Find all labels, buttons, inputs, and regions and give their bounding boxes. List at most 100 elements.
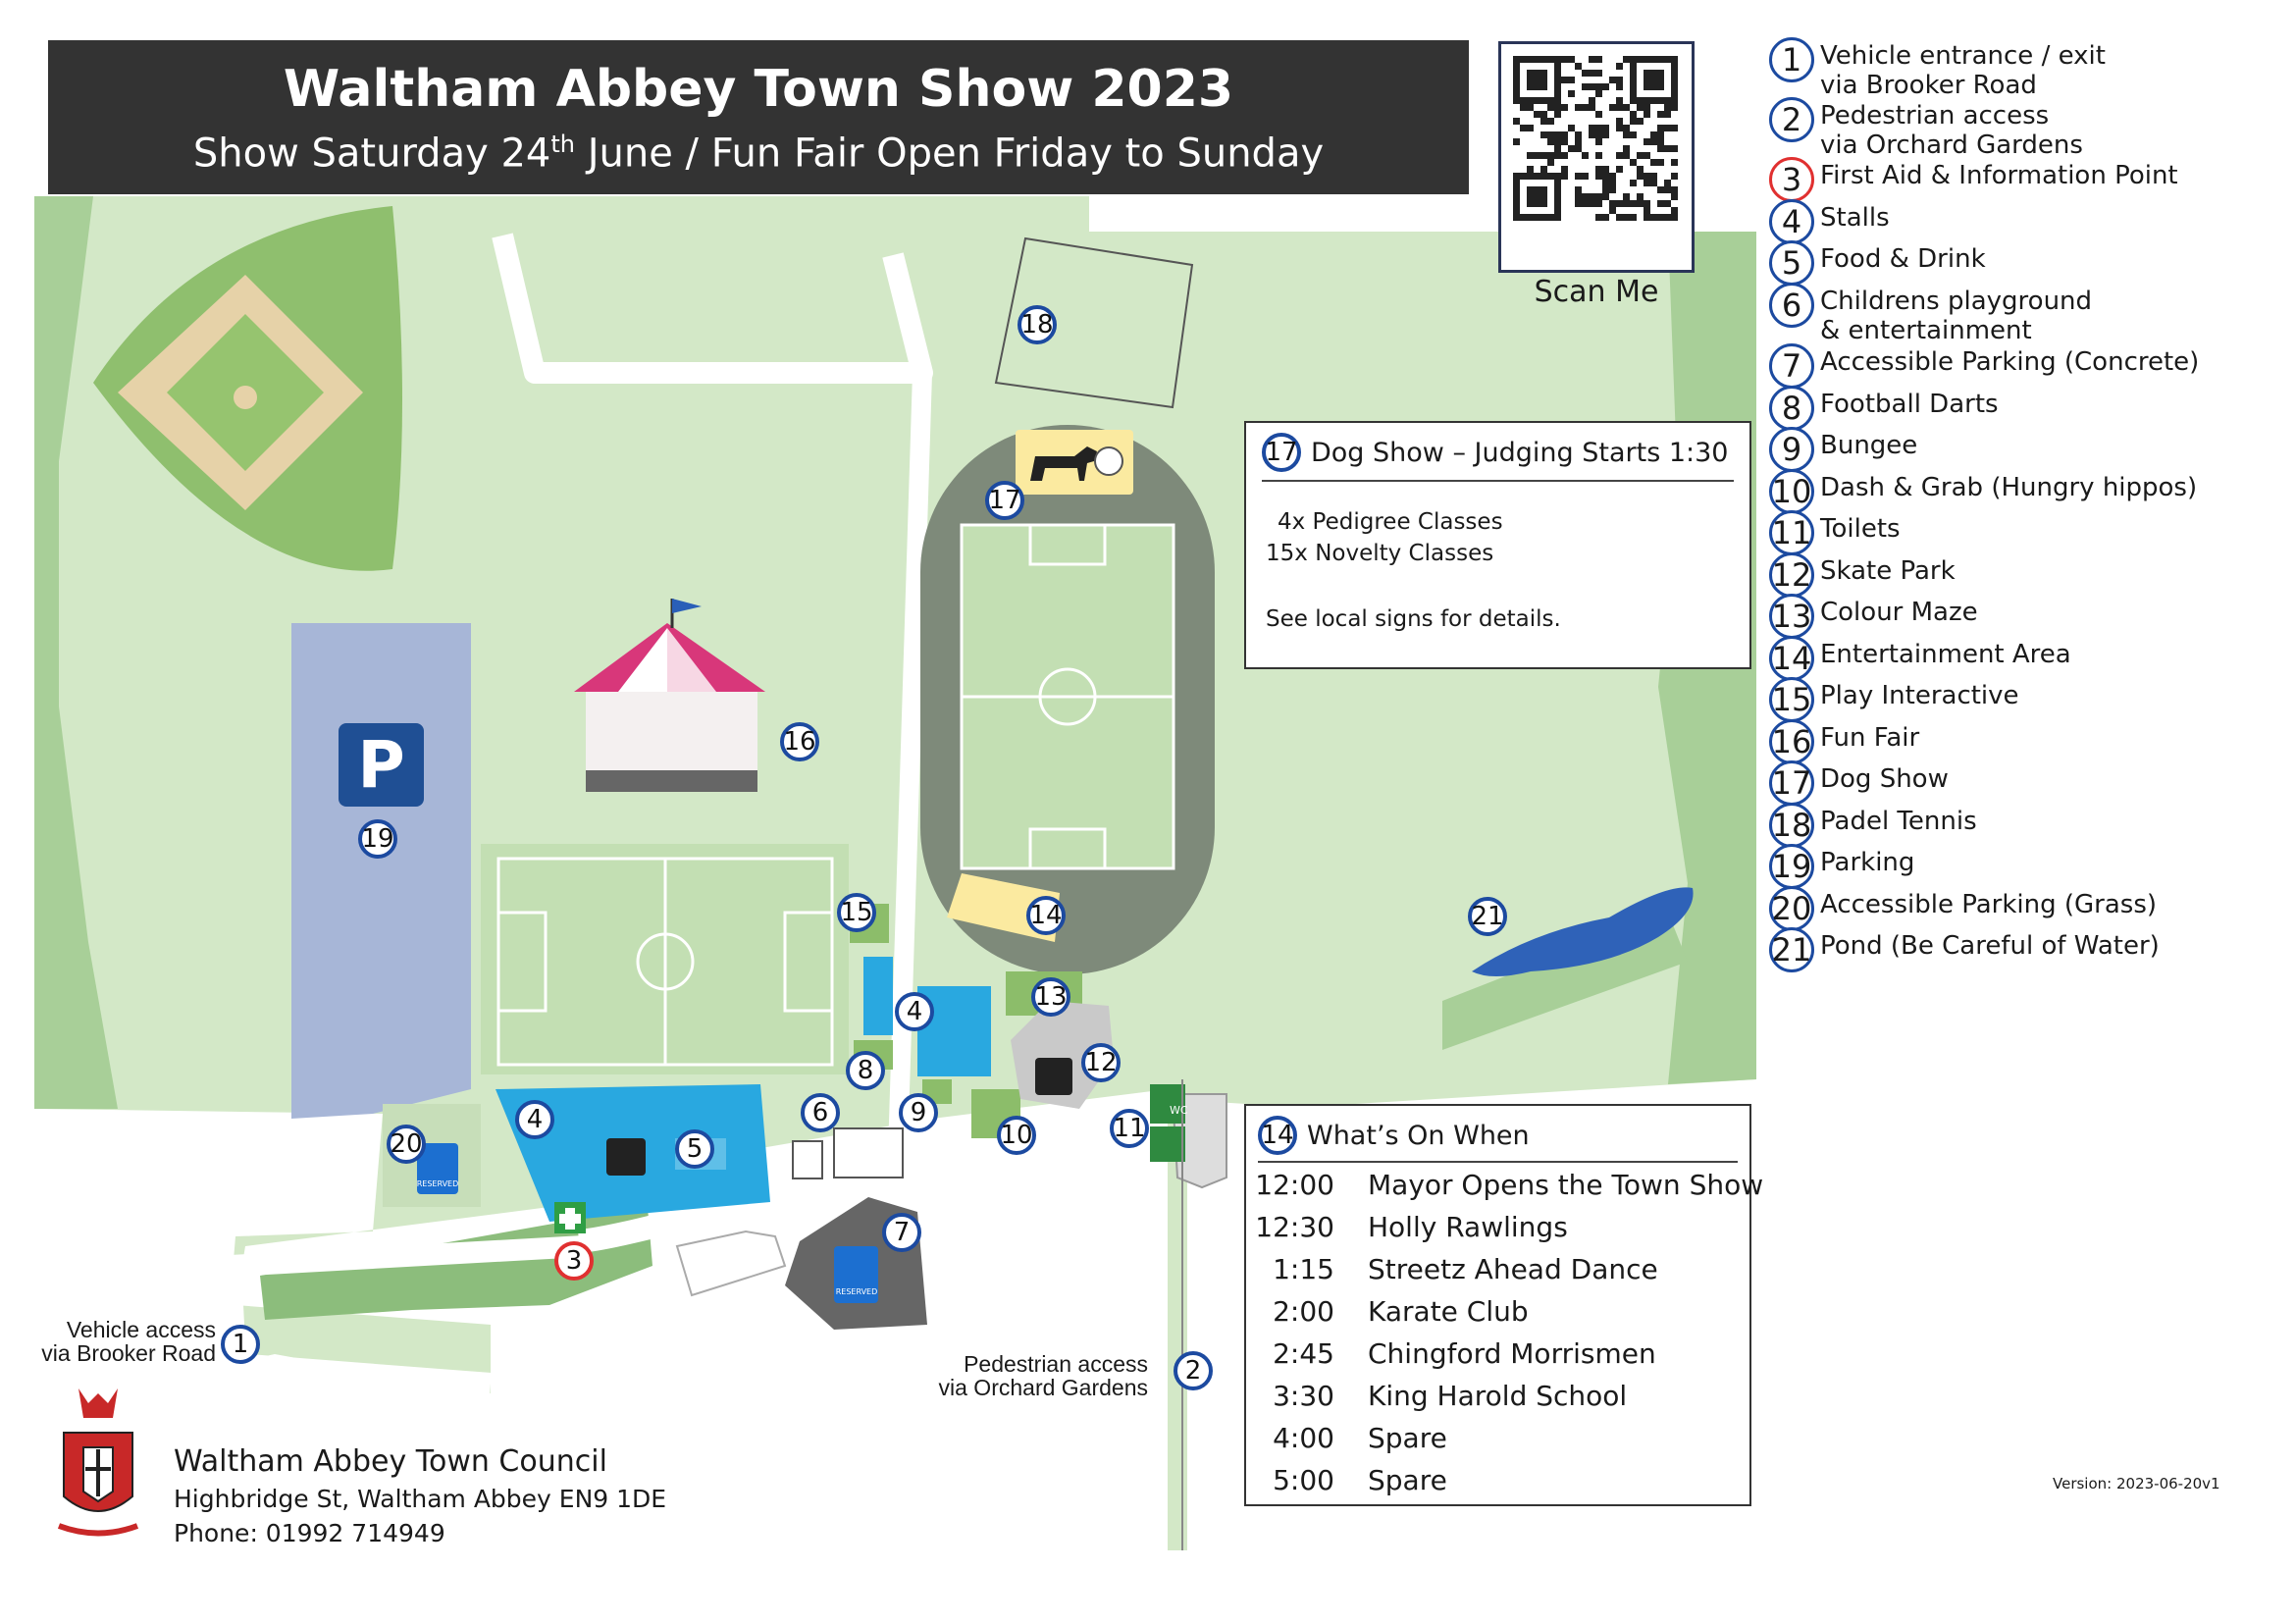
schedule-time: 2:00 xyxy=(1273,1295,1334,1328)
dog-show-novelty: 15x Novelty Classes xyxy=(1266,541,1494,566)
map-pin-1: 1 xyxy=(221,1325,260,1364)
drink-icon xyxy=(606,1138,646,1176)
football-pitch xyxy=(481,844,849,1074)
carousel-icon xyxy=(574,599,765,792)
legend-label: Play Interactive xyxy=(1820,681,2019,710)
schedule-time: 12:00 xyxy=(1255,1169,1334,1201)
rosette-icon xyxy=(1094,446,1123,476)
padel-tennis-court xyxy=(994,236,1194,409)
map-pin-14: 14 xyxy=(1026,896,1066,935)
legend-number: 11 xyxy=(1769,510,1814,555)
pedestrian-access-label: Pedestrian access via Orchard Gardens xyxy=(938,1351,1148,1400)
treeline-west xyxy=(34,196,118,1109)
legend-label: Entertainment Area xyxy=(1820,640,2071,669)
page-subtitle: Show Saturday 24th June / Fun Fair Open … xyxy=(48,131,1469,176)
schedule-act: Chingford Morrismen xyxy=(1368,1337,1656,1370)
map-pin-10: 10 xyxy=(997,1116,1036,1155)
council-name: Waltham Abbey Town Council xyxy=(174,1444,607,1479)
parking-area xyxy=(291,623,471,1119)
legend-number: 2 xyxy=(1769,97,1814,142)
council-crest-icon xyxy=(44,1379,152,1545)
legend-number: 19 xyxy=(1769,844,1814,889)
dog-show-title: Dog Show – Judging Starts 1:30 xyxy=(1311,437,1729,468)
dog-show-rule xyxy=(1262,480,1734,482)
schedule-act: King Harold School xyxy=(1368,1380,1628,1412)
schedule-act: Karate Club xyxy=(1368,1295,1529,1328)
legend-number: 21 xyxy=(1769,927,1814,972)
legend-number: 6 xyxy=(1769,283,1814,328)
legend-number: 12 xyxy=(1769,552,1814,598)
page-title: Waltham Abbey Town Show 2023 xyxy=(283,60,1234,119)
schedule-pin: 14 xyxy=(1258,1116,1297,1155)
parking-letter: P xyxy=(357,727,405,803)
legend-number: 16 xyxy=(1769,719,1814,764)
legend-label: Dash & Grab (Hungry hippos) xyxy=(1820,473,2198,502)
map-pin-20: 20 xyxy=(387,1125,426,1164)
legend-label: Football Darts xyxy=(1820,390,1999,419)
legend-label: Accessible Parking (Grass) xyxy=(1820,890,2158,919)
legend-number: 1 xyxy=(1769,37,1814,82)
legend-label: Food & Drink xyxy=(1820,244,1986,274)
pond xyxy=(1472,887,1694,976)
map-pin-3: 3 xyxy=(554,1241,594,1281)
qr-code[interactable] xyxy=(1498,41,1695,273)
legend-number: 10 xyxy=(1769,469,1814,514)
playground-icon-2 xyxy=(833,1127,904,1178)
map-pin-13: 13 xyxy=(1031,977,1070,1017)
legend-label: Bungee xyxy=(1820,431,1918,460)
schedule-rule xyxy=(1258,1161,1738,1163)
schedule-act: Holly Rawlings xyxy=(1368,1211,1568,1243)
subtitle-rest: June / Fun Fair Open Friday to Sunday xyxy=(575,131,1325,177)
legend-label: Pond (Be Careful of Water) xyxy=(1820,931,2160,961)
subtitle-date: Show Saturday 24 xyxy=(192,131,551,177)
legend-label: Fun Fair xyxy=(1820,723,1920,753)
schedule-time: 2:45 xyxy=(1273,1337,1334,1370)
schedule-time: 1:15 xyxy=(1273,1253,1334,1285)
wc-label: WC xyxy=(1170,1104,1188,1117)
toilets-sign xyxy=(1150,1084,1185,1124)
map-pin-16: 16 xyxy=(780,722,819,761)
reserved-label-grass: RESERVED xyxy=(416,1179,459,1188)
accessible-wc-sign xyxy=(1150,1126,1185,1162)
legend-number: 4 xyxy=(1769,199,1814,244)
legend-number: 8 xyxy=(1769,386,1814,431)
title-bar: Waltham Abbey Town Show 2023 Show Saturd… xyxy=(48,40,1469,194)
map-pin-7: 7 xyxy=(882,1213,921,1252)
legend-number: 20 xyxy=(1769,886,1814,931)
legend-number: 18 xyxy=(1769,803,1814,848)
legend-number: 3 xyxy=(1769,157,1814,202)
legend-number: 7 xyxy=(1769,343,1814,389)
vehicle-access-label: Vehicle access via Brooker Road xyxy=(41,1317,216,1366)
schedule-act: Spare xyxy=(1368,1464,1447,1496)
legend-label: First Aid & Information Point xyxy=(1820,161,2178,190)
map-pin-4: 4 xyxy=(515,1100,554,1139)
baseball-field xyxy=(93,206,402,571)
council-info: Waltham Abbey Town Council Highbridge St… xyxy=(174,1444,666,1547)
skater-icon xyxy=(1035,1058,1072,1095)
dog-show-pedigree: 4x Pedigree Classes xyxy=(1278,509,1503,535)
legend-number: 17 xyxy=(1769,760,1814,806)
dog-show-heading: 17 Dog Show – Judging Starts 1:30 xyxy=(1246,423,1749,472)
qr-caption: Scan Me xyxy=(1534,275,1659,309)
legend-label: Padel Tennis xyxy=(1820,807,1977,836)
schedule-act: Streetz Ahead Dance xyxy=(1368,1253,1658,1285)
map-pin-21: 21 xyxy=(1468,897,1507,936)
schedule-title: What’s On When xyxy=(1307,1120,1530,1151)
legend-label: Stalls xyxy=(1820,203,1890,233)
schedule-time: 12:30 xyxy=(1255,1211,1334,1243)
legend-label: Dog Show xyxy=(1820,764,1949,794)
map-pin-18: 18 xyxy=(1018,305,1057,344)
